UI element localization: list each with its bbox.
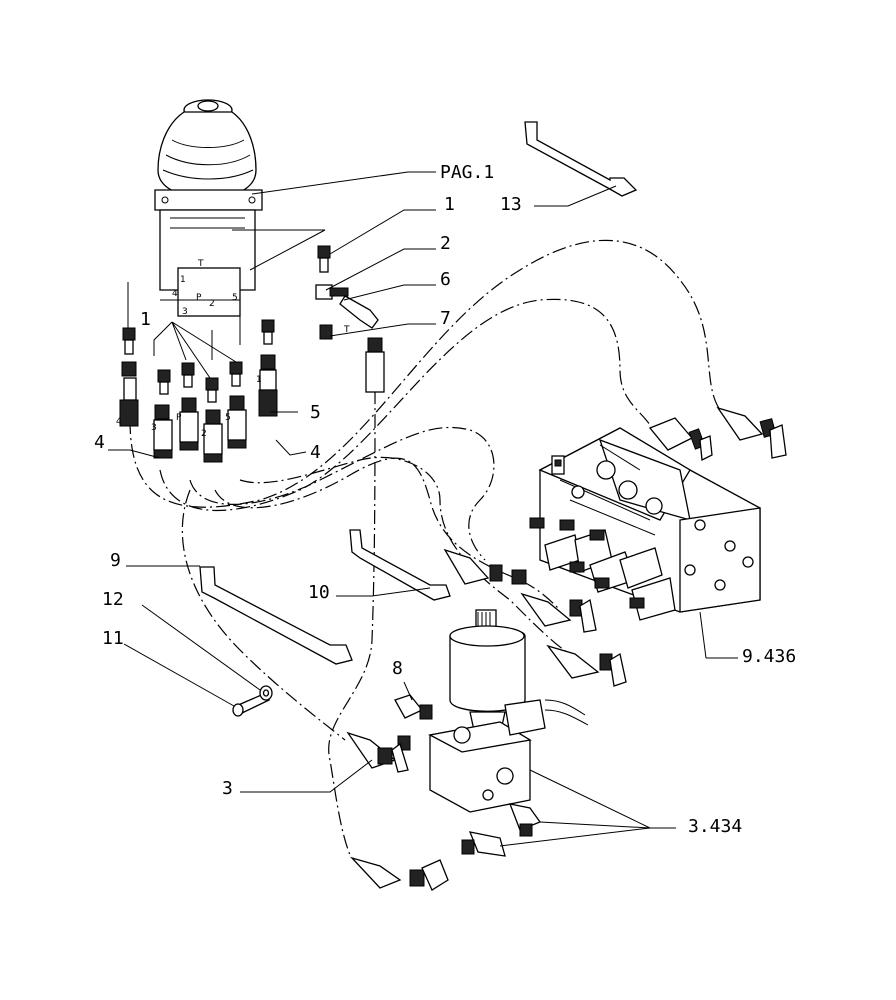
- hose-lines: [129, 239, 721, 856]
- hose-fifth: [239, 456, 581, 661]
- straight-fitting: [520, 592, 597, 633]
- port-mark-t: T: [197, 259, 204, 269]
- port-mark-p: P: [196, 293, 202, 303]
- tank-line-fittings: T: [315, 245, 385, 393]
- hose-fourth: [214, 457, 561, 611]
- hose-coupling: [179, 397, 199, 451]
- accumulator-block: [428, 609, 589, 813]
- label-5: 5: [310, 402, 321, 423]
- label-9: 9: [110, 550, 121, 571]
- elbow-fitting: [648, 417, 713, 462]
- hose-mark-3: 3: [151, 423, 157, 433]
- hose-coupling: [153, 404, 173, 459]
- label-1: 1: [444, 194, 455, 215]
- label-1-left: 1: [140, 309, 151, 330]
- hose-mark-4: 4: [116, 417, 122, 427]
- joystick-pilot-valve: T P 1 2 3 4 5: [127, 99, 326, 360]
- adapter-fitting: [181, 362, 195, 388]
- port-mark-1: 1: [180, 275, 186, 285]
- joystick-port-block: [177, 267, 241, 317]
- adapter-fitting: [157, 369, 171, 395]
- hose-pressure: [328, 389, 376, 856]
- hose-long-top: [129, 239, 721, 508]
- hose-coupling: [119, 361, 139, 427]
- hose-mark-1: 1: [256, 375, 262, 385]
- bracket-13: [524, 121, 638, 197]
- hose-mark-p: P: [176, 413, 182, 423]
- label-6: 6: [440, 269, 451, 290]
- joystick-flange: [154, 189, 263, 211]
- joystick-boot: [157, 111, 257, 199]
- hose-third: [189, 426, 495, 561]
- hose-supply: [181, 489, 346, 741]
- label-11: 11: [102, 628, 124, 649]
- valve-hose-ends: [443, 406, 787, 687]
- leader-lines: [108, 171, 738, 847]
- hose-mark-5: 5: [225, 413, 231, 423]
- hose-coupling: [227, 395, 247, 449]
- label-9-436: 9.436: [742, 646, 796, 667]
- bracket-10: [349, 529, 451, 601]
- label-4-right: 4: [310, 442, 321, 463]
- joystick-knob: [197, 100, 219, 112]
- hose-couplings: 4 3 P 2 5 1: [116, 354, 278, 463]
- straight-fitting: [443, 548, 527, 585]
- hose-coupling: [203, 409, 223, 463]
- label-pag-1: PAG.1: [440, 162, 494, 183]
- port-mark-3: 3: [182, 307, 188, 317]
- label-7: 7: [440, 308, 451, 329]
- adapter-fitting: [205, 377, 219, 403]
- label-4-left: 4: [94, 432, 105, 453]
- screw-11: [232, 692, 270, 717]
- hose-mark-2: 2: [201, 429, 207, 439]
- t-line-mark: T: [343, 325, 350, 335]
- fittings-row: [122, 319, 275, 403]
- bracket-9: [199, 566, 353, 665]
- label-8: 8: [392, 658, 403, 679]
- label-3-434: 3.434: [688, 816, 742, 837]
- port-mark-4: 4: [172, 289, 178, 299]
- port-mark-2: 2: [209, 299, 215, 309]
- adapter-fitting: [122, 327, 136, 355]
- hose-coupling: [258, 354, 278, 417]
- label-2: 2: [440, 233, 451, 254]
- callout-labels: PAG.1 1 2 6 7 13 1 5 4 4 9 12 11 10 8 3 …: [94, 162, 796, 837]
- port-mark-5: 5: [232, 293, 238, 303]
- label-13: 13: [500, 194, 522, 215]
- adapter-fitting: [229, 361, 243, 387]
- control-valve-assembly: [529, 427, 761, 621]
- adapter-fitting: [261, 319, 275, 345]
- label-12: 12: [102, 589, 124, 610]
- label-10: 10: [308, 582, 330, 603]
- elbow-fitting: [716, 406, 787, 459]
- label-3: 3: [222, 778, 233, 799]
- block-fittings: [346, 694, 542, 891]
- straight-fitting: [546, 644, 627, 687]
- washer-12: [259, 685, 273, 701]
